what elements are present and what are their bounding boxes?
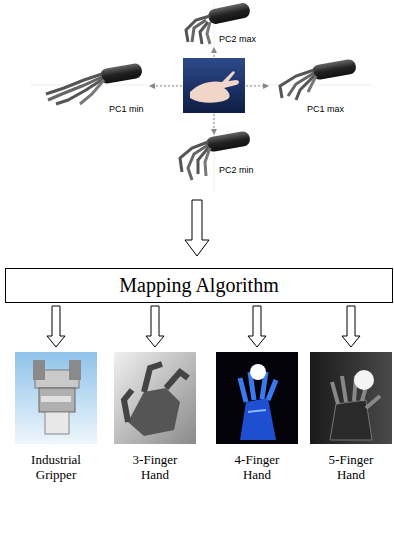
hand-caption: Industrial Gripper bbox=[19, 452, 93, 482]
hand-caption: 5-Finger Hand bbox=[314, 452, 388, 482]
hand-photo bbox=[310, 352, 392, 444]
hand-image-box: Industrial Gripper bbox=[15, 352, 97, 482]
hand-photo bbox=[15, 352, 97, 444]
hollow-arrow bbox=[146, 306, 164, 347]
hollow-arrow bbox=[248, 306, 266, 347]
axis-label: PC2 min bbox=[218, 165, 255, 176]
hand-photo bbox=[216, 352, 298, 444]
hand-caption: 3-Finger Hand bbox=[118, 452, 192, 482]
hollow-arrow bbox=[342, 306, 360, 347]
hand-image-box: 5-Finger Hand bbox=[310, 352, 392, 482]
hand-image-box: 3-Finger Hand bbox=[114, 352, 196, 482]
hand-image-box: 4-Finger Hand bbox=[216, 352, 298, 482]
axis-label: PC1 min bbox=[108, 104, 145, 115]
process-box: Mapping Algorithm bbox=[5, 268, 393, 303]
axis-label: PC1 max bbox=[306, 104, 345, 115]
box-title: Mapping Algorithm bbox=[10, 274, 388, 297]
axis-label: PC2 max bbox=[218, 34, 257, 45]
hollow-arrow bbox=[47, 306, 65, 347]
hand-photo bbox=[114, 352, 196, 444]
hand-caption: 4-Finger Hand bbox=[220, 452, 294, 482]
